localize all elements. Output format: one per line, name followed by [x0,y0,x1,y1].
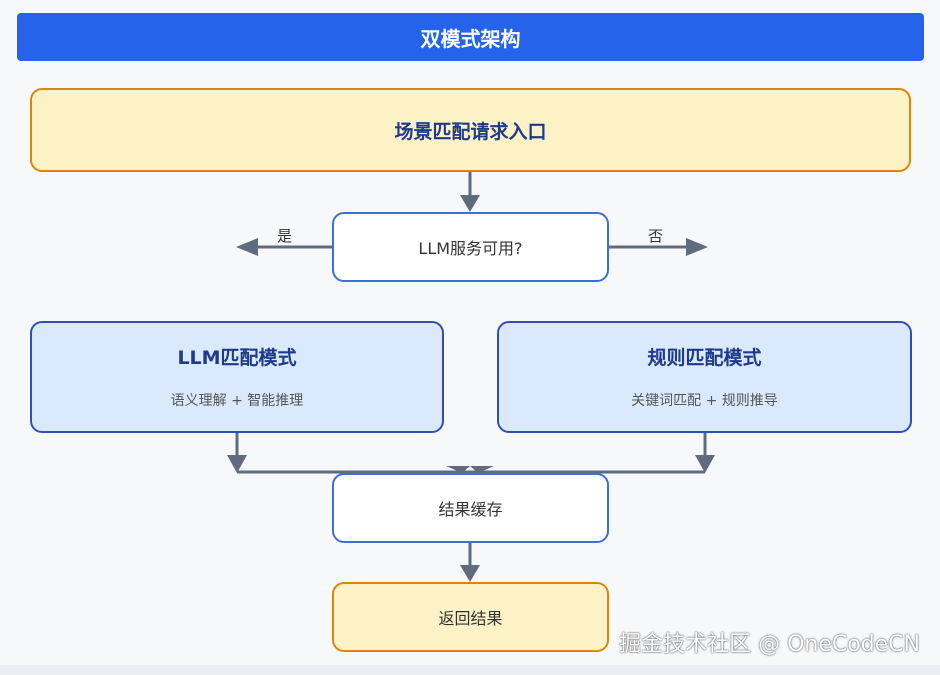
cache-node: 结果缓存 [332,473,609,543]
arrowhead-merge-left [446,466,470,473]
arrowhead-llm-down [227,455,247,473]
entry-node: 场景匹配请求入口 [30,88,911,172]
rule-mode-subtitle: 关键词匹配 + 规则推导 [631,392,778,409]
llm-mode-node: LLM匹配模式 语义理解 + 智能推理 [30,321,444,433]
diagram-title-banner: 双模式架构 [17,13,924,61]
arrowhead-yes [236,238,258,256]
rule-mode-title: 规则匹配模式 [647,346,762,369]
arrowhead-rule-down [695,455,715,473]
diagram-title: 双模式架构 [420,26,521,51]
rule-mode-node: 规则匹配模式 关键词匹配 + 规则推导 [497,321,912,433]
arrowhead-merge-right [470,466,494,473]
arrowhead-entry-to-decision [460,195,480,212]
decision-node: LLM服务可用? [332,212,609,282]
watermark: 掘金技术社区 @ OneCodeCN [619,632,920,657]
arrowhead-cache-to-result [460,565,480,582]
llm-mode-subtitle: 语义理解 + 智能推理 [170,392,304,409]
decision-question: LLM服务可用? [418,239,523,258]
result-label: 返回结果 [438,609,503,628]
llm-mode-title: LLM匹配模式 [177,346,297,369]
result-node: 返回结果 [332,582,609,652]
arrowhead-no [686,238,708,256]
entry-title: 场景匹配请求入口 [394,120,547,143]
bottom-strip [0,665,940,675]
cache-label: 结果缓存 [438,500,503,519]
yes-label: 是 [277,227,293,245]
no-label: 否 [648,227,664,245]
